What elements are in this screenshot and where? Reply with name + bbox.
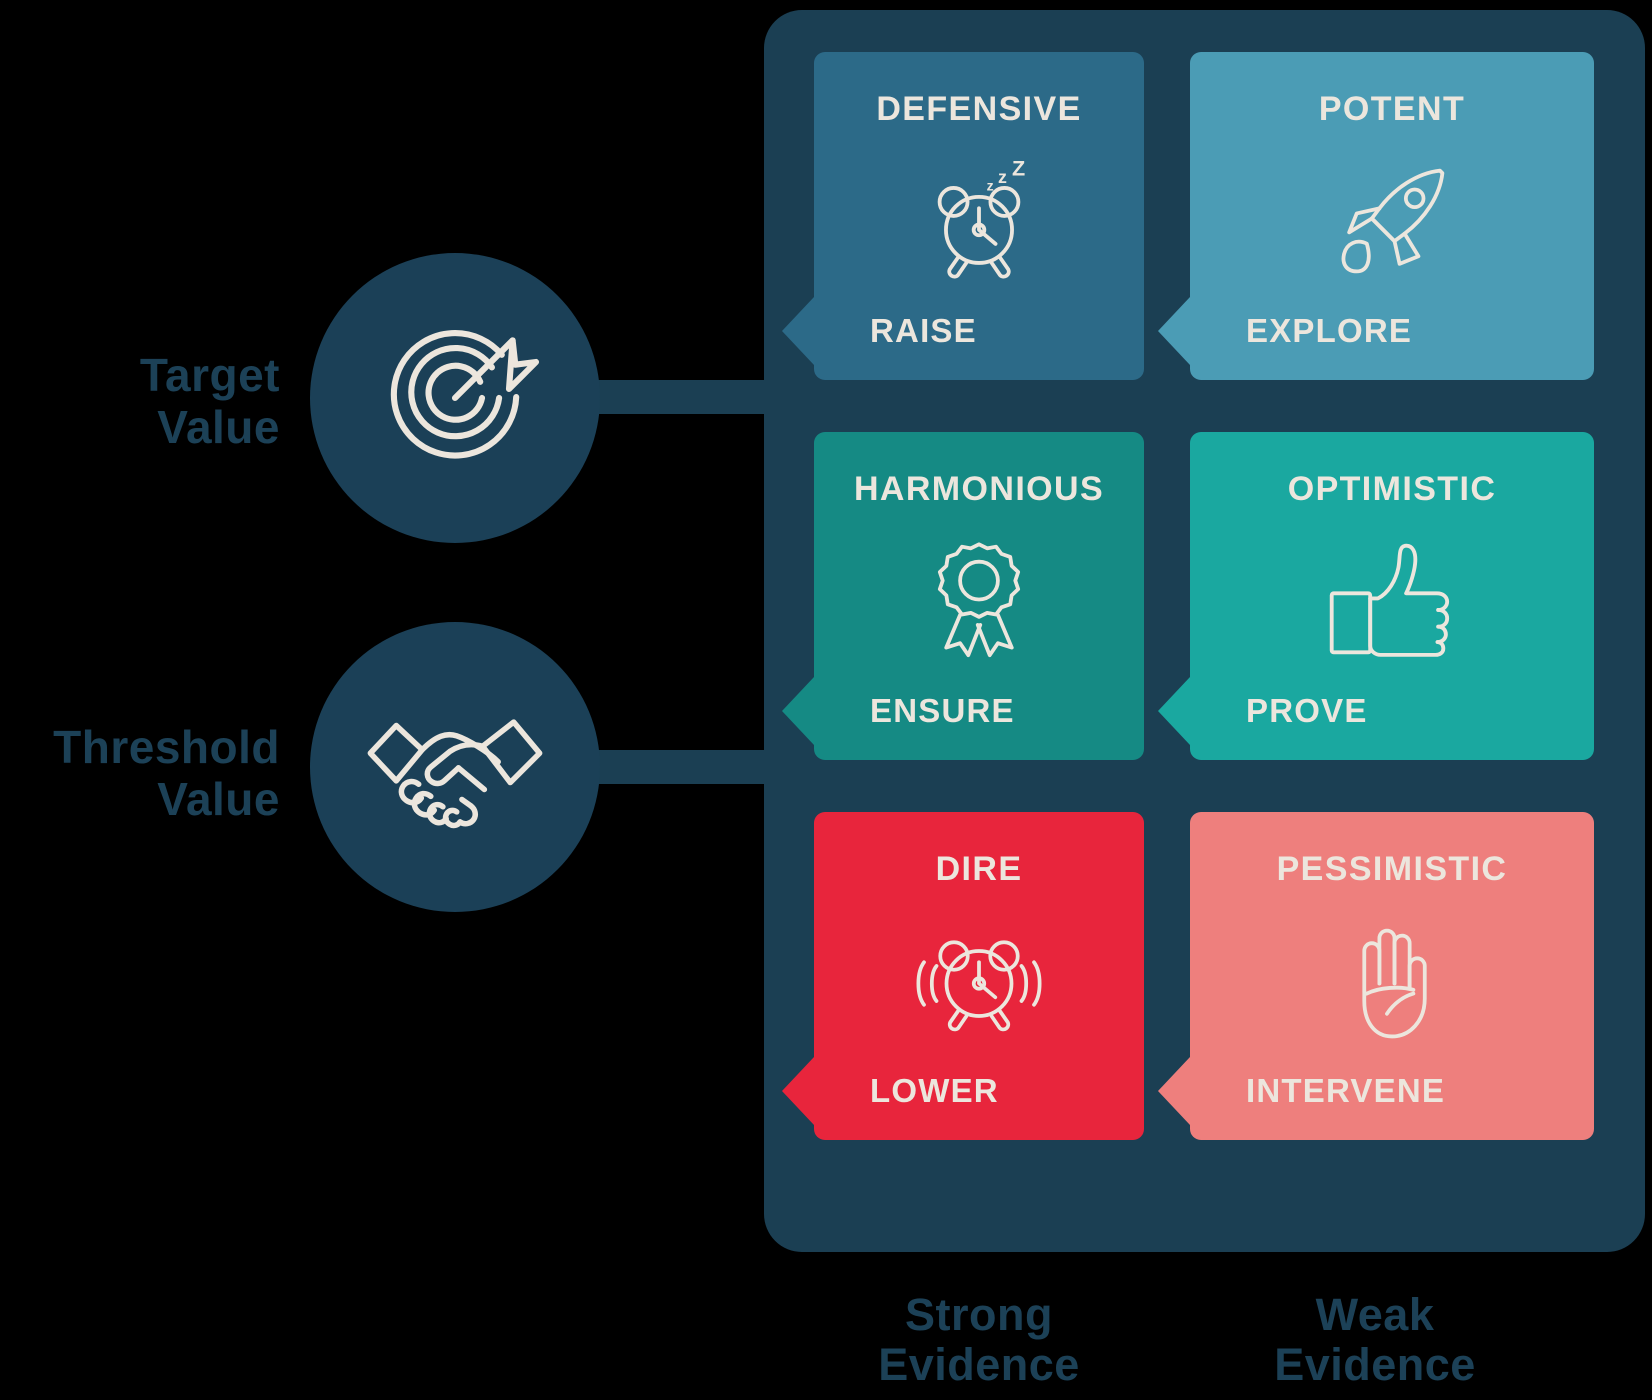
- card-pessimistic-tab: [1158, 1057, 1190, 1125]
- card-potent[interactable]: POTENT EXPLORE: [1158, 52, 1594, 380]
- card-harmonious-action: ENSURE: [870, 692, 1015, 729]
- card-potent-tab: [1158, 297, 1190, 365]
- card-defensive-tab: [782, 297, 814, 365]
- card-harmonious[interactable]: HARMONIOUS ENSURE: [782, 432, 1144, 760]
- card-pessimistic[interactable]: PESSIMISTIC INTERVENE: [1158, 812, 1594, 1140]
- threshold-value-label-line1: Threshold: [53, 721, 280, 773]
- handshake-icon: [360, 692, 550, 842]
- connector-target-value: [580, 380, 800, 414]
- stop-hand-icon: [1190, 889, 1594, 1072]
- card-pessimistic-title: PESSIMISTIC: [1276, 850, 1508, 888]
- column-label-strong-line2: Evidence: [878, 1339, 1080, 1391]
- card-pessimistic-action: INTERVENE: [1246, 1072, 1446, 1109]
- rocket-icon: [1190, 129, 1594, 312]
- ringing-alarm-clock-icon: [814, 889, 1144, 1072]
- threshold-value-node[interactable]: [310, 622, 600, 912]
- target-value-label: Target Value: [20, 349, 280, 453]
- column-label-weak-line1: Weak: [1315, 1289, 1435, 1340]
- card-dire-title: DIRE: [935, 850, 1023, 888]
- card-defensive-title: DEFENSIVE: [876, 90, 1082, 128]
- target-icon: [365, 308, 545, 488]
- card-optimistic-action: PROVE: [1246, 692, 1368, 729]
- column-label-weak-line2: Evidence: [1274, 1339, 1476, 1391]
- card-dire[interactable]: DIRE LOWER: [782, 812, 1144, 1140]
- card-defensive[interactable]: DEFENSIVE z z Z RAISE: [782, 52, 1144, 380]
- award-ribbon-icon: [814, 509, 1144, 692]
- svg-text:z: z: [998, 166, 1007, 186]
- target-value-node[interactable]: [310, 253, 600, 543]
- threshold-value-label-line2: Value: [157, 772, 280, 825]
- card-optimistic-title: OPTIMISTIC: [1287, 470, 1497, 508]
- card-harmonious-title: HARMONIOUS: [853, 470, 1105, 508]
- target-value-label-line1: Target: [139, 349, 280, 401]
- sleeping-alarm-clock-icon: z z Z: [814, 129, 1144, 312]
- threshold-value-label: Threshold Value: [0, 721, 280, 825]
- card-potent-title: POTENT: [1318, 90, 1466, 128]
- card-dire-tab: [782, 1057, 814, 1125]
- card-potent-action: EXPLORE: [1246, 312, 1413, 349]
- svg-text:Z: Z: [1012, 160, 1025, 180]
- thumbs-up-icon: [1190, 509, 1594, 692]
- connector-threshold-value: [580, 750, 800, 784]
- svg-text:z: z: [987, 177, 994, 193]
- column-label-weak-evidence: Weak Evidence: [1205, 1289, 1545, 1391]
- card-optimistic[interactable]: OPTIMISTIC PROVE: [1158, 432, 1594, 760]
- card-harmonious-tab: [782, 677, 814, 745]
- card-optimistic-tab: [1158, 677, 1190, 745]
- column-label-strong-line1: Strong: [905, 1289, 1053, 1340]
- target-value-label-line2: Value: [157, 400, 280, 453]
- card-dire-action: LOWER: [870, 1072, 999, 1109]
- column-label-strong-evidence: Strong Evidence: [809, 1289, 1149, 1391]
- card-defensive-action: RAISE: [870, 312, 977, 349]
